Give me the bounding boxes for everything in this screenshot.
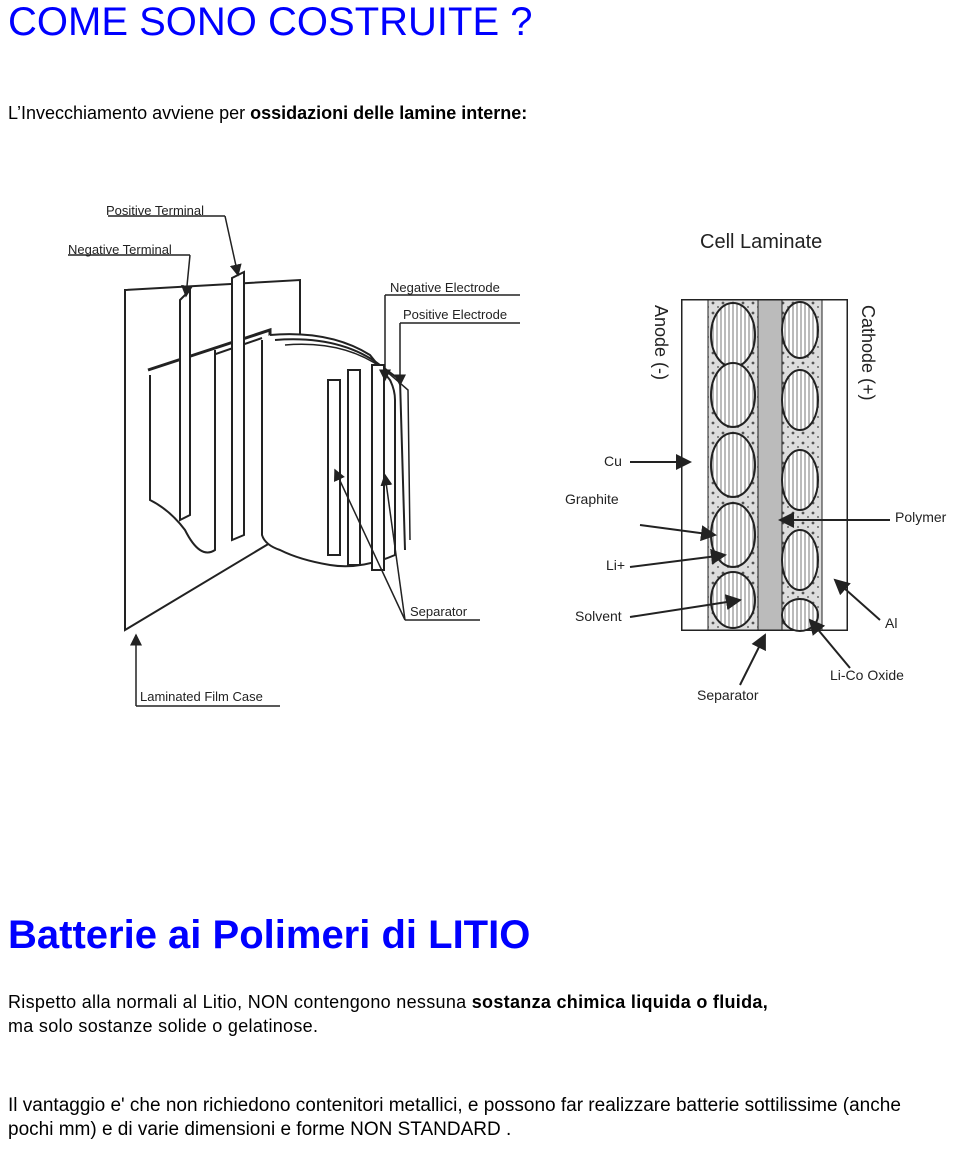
- intro-bold: ossidazioni delle lamine interne:: [250, 103, 528, 123]
- label-cathode: Cathode (+): [858, 305, 878, 401]
- para1-part2: ma solo sostanze solide o gelatinose.: [8, 1016, 319, 1036]
- cell-laminate-drawing: Cell Laminate Anode (-) Cathode (+) Cu G…: [565, 231, 947, 703]
- para1-part1: Rispetto alla normali al Litio, NON cont…: [8, 992, 472, 1012]
- para1-bold: sostanza chimica liquida o fluida,: [471, 992, 769, 1012]
- label-polymer: Polymer: [895, 509, 947, 525]
- battery-diagram: Positive Terminal Negative Terminal Nega…: [0, 180, 960, 740]
- paragraph-1: Rispetto alla normali al Litio, NON cont…: [8, 990, 768, 1038]
- label-separator-right: Separator: [697, 687, 759, 703]
- battery-diagram-svg: Positive Terminal Negative Terminal Nega…: [68, 203, 947, 707]
- label-laminated-film-case: Laminated Film Case: [140, 689, 263, 704]
- label-li-co-oxide: Li-Co Oxide: [830, 667, 904, 683]
- page-title: COME SONO COSTRUITE ?: [8, 0, 533, 44]
- intro-normal: L’Invecchiamento avviene per: [8, 103, 251, 123]
- intro-text: L’Invecchiamento avviene per ossidazioni…: [8, 102, 527, 124]
- paragraph-2: Il vantaggio e' che non richiedono conte…: [8, 1095, 901, 1140]
- label-positive-electrode: Positive Electrode: [403, 307, 507, 322]
- section-subtitle: Batterie ai Polimeri di LITIO: [8, 913, 531, 957]
- label-cu: Cu: [604, 453, 622, 469]
- label-li-plus: Li+: [606, 557, 625, 573]
- label-negative-electrode: Negative Electrode: [390, 280, 500, 295]
- label-anode: Anode (-): [651, 305, 671, 380]
- label-separator-left: Separator: [410, 604, 468, 619]
- label-positive-terminal: Positive Terminal: [106, 203, 204, 218]
- label-solvent: Solvent: [575, 608, 622, 624]
- cell-drawing: Positive Terminal Negative Terminal Nega…: [68, 203, 520, 707]
- label-negative-terminal: Negative Terminal: [68, 242, 172, 257]
- label-cell-laminate: Cell Laminate: [700, 231, 822, 253]
- label-al: Al: [885, 615, 897, 631]
- label-graphite: Graphite: [565, 491, 619, 507]
